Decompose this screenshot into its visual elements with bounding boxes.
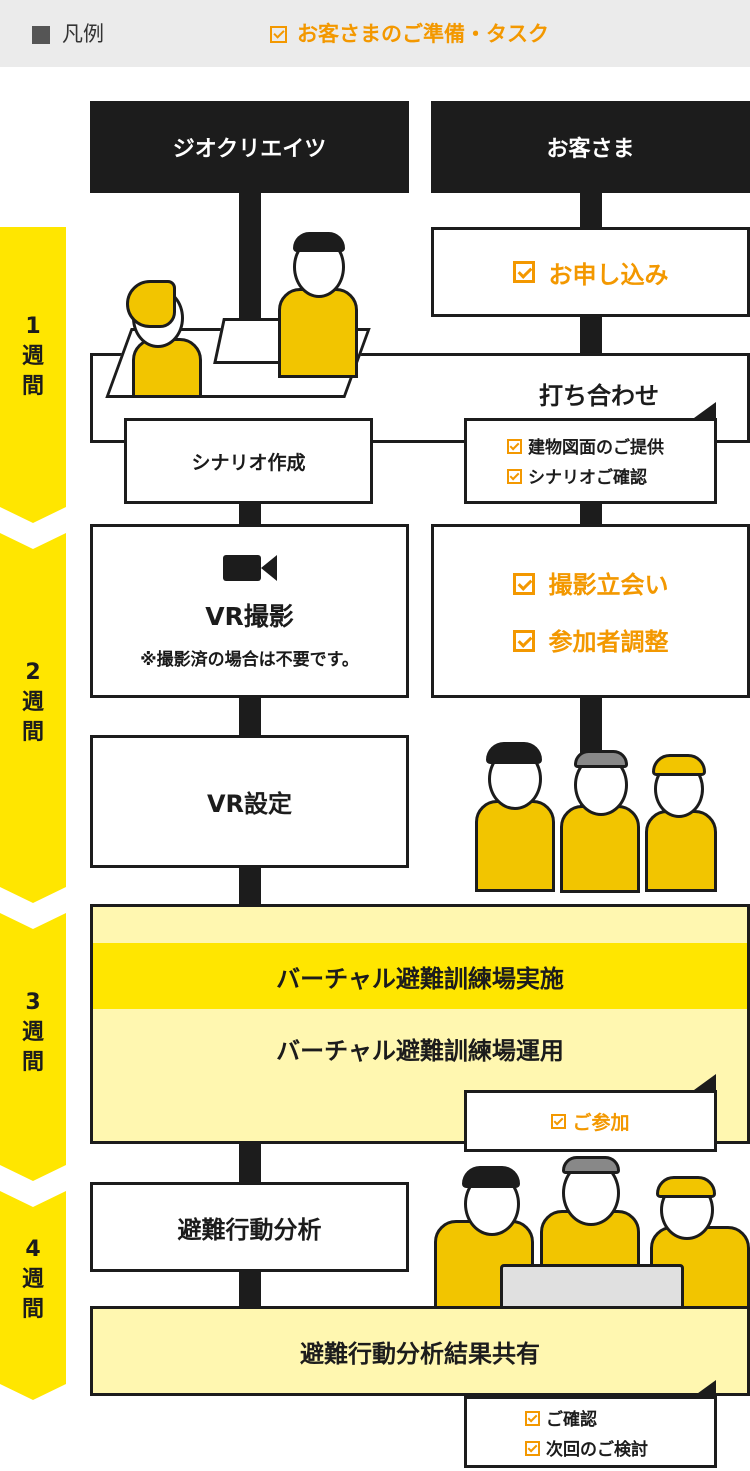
person-2-body bbox=[560, 805, 640, 893]
task-corner-1 bbox=[694, 402, 716, 418]
task-corner-2 bbox=[694, 1074, 716, 1090]
join-label: ご参加 bbox=[572, 1111, 630, 1134]
apply-label: お申し込み bbox=[548, 260, 669, 289]
man-body bbox=[278, 288, 358, 378]
person-3-body bbox=[645, 810, 717, 892]
week-band-4 bbox=[0, 1191, 66, 1400]
legend-task-label: お客さまのご準備・タスク bbox=[297, 22, 549, 46]
scenario-box: シナリオ作成 bbox=[124, 418, 373, 504]
man-hair bbox=[293, 232, 345, 252]
vr-setup-box: VR設定 bbox=[90, 735, 409, 868]
shoot-tasks-box: 撮影立会い 参加者調整 bbox=[431, 524, 750, 698]
review-illustration bbox=[434, 1156, 750, 1310]
right-flow-line-2 bbox=[580, 500, 602, 530]
checkbox-icon bbox=[507, 469, 522, 484]
week-band-2 bbox=[0, 533, 66, 903]
video-camera-icon bbox=[222, 553, 277, 583]
checkbox-icon bbox=[512, 261, 535, 283]
drill-highlight: バーチャル避難訓練場実施 bbox=[93, 943, 747, 1009]
vr-shoot-note: ※撮影済の場合は不要です。 bbox=[140, 649, 359, 670]
share-tasks-box: ご確認 次回のご検討 bbox=[464, 1396, 717, 1468]
checkbox-icon bbox=[512, 630, 535, 652]
share-label: 避難行動分析結果共有 bbox=[300, 1339, 540, 1368]
person-1-hair bbox=[486, 742, 542, 764]
checkbox-icon bbox=[507, 439, 522, 454]
join-task-box: ご参加 bbox=[464, 1090, 717, 1152]
monitor-icon bbox=[500, 1264, 684, 1310]
person-2-hair bbox=[574, 750, 628, 768]
week-bands bbox=[0, 227, 66, 1400]
column-header-left: ジオクリエイツ bbox=[90, 101, 409, 193]
checkbox-icon bbox=[525, 1441, 540, 1456]
column-header-right: お客さま bbox=[431, 101, 750, 193]
legend-task: お客さまのご準備・タスク bbox=[270, 20, 549, 48]
vr-shoot-box: VR撮影 ※撮影済の場合は不要です。 bbox=[90, 524, 409, 698]
person-1-body bbox=[475, 800, 555, 892]
scenario-label: シナリオ作成 bbox=[191, 451, 306, 474]
analysis-label: 避難行動分析 bbox=[177, 1215, 322, 1244]
task-item: 次回のご検討 bbox=[525, 1435, 714, 1465]
drill-operate-row: バーチャル避難訓練場運用 bbox=[93, 1031, 747, 1066]
week-band-1 bbox=[0, 227, 66, 523]
legend-bar bbox=[0, 0, 750, 67]
week-band-3 bbox=[0, 913, 66, 1181]
woman-hair bbox=[126, 280, 176, 328]
vr-setup-label: VR設定 bbox=[206, 790, 293, 818]
task-item: 撮影立会い bbox=[512, 565, 669, 600]
checkbox-icon bbox=[512, 573, 535, 595]
person-3-hair bbox=[652, 754, 706, 776]
task-item: 参加者調整 bbox=[512, 622, 669, 657]
legend-square-icon bbox=[32, 26, 50, 44]
meeting-label: 打ち合わせ bbox=[539, 382, 659, 410]
drill-operate-label: バーチャル避難訓練場運用 bbox=[276, 1037, 564, 1065]
viewer-1-hair bbox=[462, 1166, 520, 1188]
checkbox-icon bbox=[551, 1113, 567, 1129]
viewer-3-hair bbox=[656, 1176, 716, 1198]
task-item: 建物図面のご提供 bbox=[507, 433, 714, 463]
viewer-2-hair bbox=[562, 1156, 620, 1174]
legend-label: 凡例 bbox=[62, 22, 104, 46]
checkbox-icon bbox=[270, 26, 287, 43]
analysis-box: 避難行動分析 bbox=[90, 1182, 409, 1272]
meeting-tasks-box: 建物図面のご提供 シナリオご確認 bbox=[464, 418, 717, 504]
vr-shoot-label: VR撮影 bbox=[205, 601, 294, 631]
checkbox-icon bbox=[525, 1411, 540, 1426]
task-corner-3 bbox=[694, 1380, 716, 1396]
drill-label: バーチャル避難訓練場実施 bbox=[276, 964, 564, 993]
task-item: ご確認 bbox=[525, 1405, 714, 1435]
task-item: シナリオご確認 bbox=[507, 463, 714, 493]
apply-box: お申し込み bbox=[431, 227, 750, 317]
meeting-illustration bbox=[105, 228, 378, 428]
woman-body bbox=[132, 338, 202, 398]
share-box: 避難行動分析結果共有 bbox=[90, 1306, 750, 1396]
team-illustration bbox=[470, 740, 730, 893]
